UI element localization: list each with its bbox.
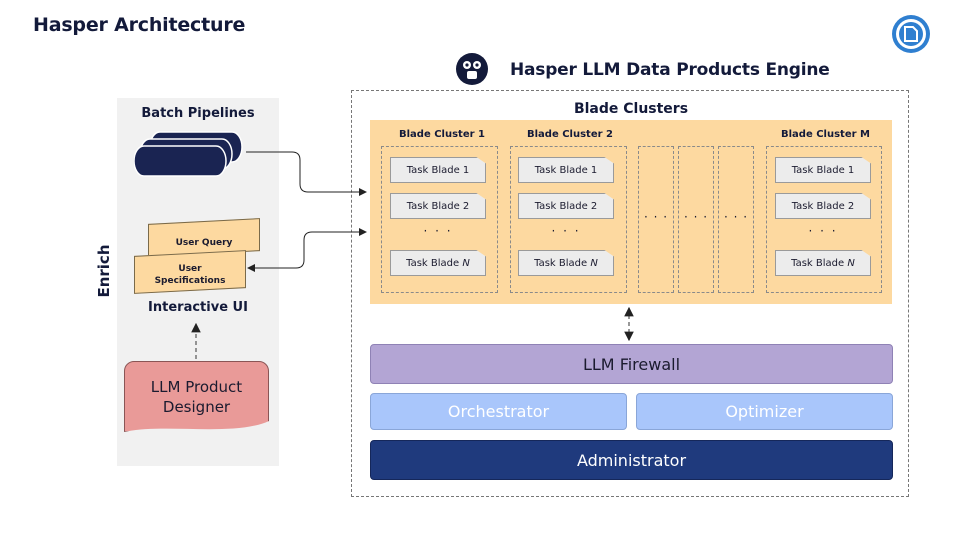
task-blade-prefix: Task Blade <box>791 258 848 269</box>
user-specifications-line2: Specifications <box>154 276 226 286</box>
blade-cluster-1 <box>381 146 498 293</box>
task-blade-prefix: Task Blade <box>406 258 463 269</box>
user-query-label: User Query <box>175 238 233 248</box>
cluster-label-2: Blade Cluster 2 <box>527 129 613 140</box>
batch-to-clusters-arrow <box>246 151 367 196</box>
pipeline-cylinders-icon <box>134 131 243 177</box>
task-blade: Task Blade 1 <box>518 157 614 183</box>
task-blade: Task Blade 2 <box>775 193 871 219</box>
user-specifications-line1: User <box>178 264 202 274</box>
batch-pipelines-label: Batch Pipelines <box>141 106 255 121</box>
task-blade: Task Blade 2 <box>518 193 614 219</box>
optimizer-bar: Optimizer <box>636 393 893 430</box>
administrator-bar: Administrator <box>370 440 893 480</box>
user-specifications-label: User Specifications <box>136 263 244 287</box>
task-blade: Task Blade N <box>775 250 871 276</box>
robot-icon <box>456 53 488 85</box>
ellipsis: · · · <box>551 224 581 238</box>
ellipsis: · · · <box>423 224 453 238</box>
designer-line1: LLM Product <box>150 378 243 396</box>
task-blade-prefix: Task Blade <box>534 258 591 269</box>
ellipsis-column: · · · <box>718 146 754 293</box>
engine-boundary <box>351 90 909 497</box>
designer-line2: Designer <box>162 398 231 416</box>
interactive-ui-label: Interactive UI <box>148 300 248 315</box>
task-blade: Task Blade 2 <box>390 193 486 219</box>
llm-product-designer-box <box>124 361 269 432</box>
task-blade: Task Blade 1 <box>775 157 871 183</box>
task-blade: Task Blade N <box>518 250 614 276</box>
page-title: Hasper Architecture <box>33 14 246 36</box>
cluster-label-1: Blade Cluster 1 <box>399 129 485 140</box>
task-blade: Task Blade 1 <box>390 157 486 183</box>
hasper-logo-icon <box>892 15 930 53</box>
blade-cluster-2 <box>510 146 627 293</box>
blade-cluster-m <box>766 146 882 293</box>
engine-title: Hasper LLM Data Products Engine <box>510 60 830 80</box>
task-blade-var: N <box>590 258 598 269</box>
task-blade-var: N <box>847 258 855 269</box>
llm-firewall-bar: LLM Firewall <box>370 344 893 384</box>
ui-clusters-arrow <box>247 228 367 272</box>
task-blade: Task Blade N <box>390 250 486 276</box>
blade-clusters-title: Blade Clusters <box>573 101 689 117</box>
ellipsis-column: · · · <box>678 146 714 293</box>
ellipsis-column: · · · <box>638 146 674 293</box>
orchestrator-bar: Orchestrator <box>370 393 627 430</box>
ellipsis: · · · <box>808 224 838 238</box>
llm-product-designer-label: LLM Product Designer <box>124 377 269 417</box>
cluster-label-m: Blade Cluster M <box>781 129 870 140</box>
task-blade-var: N <box>462 258 470 269</box>
